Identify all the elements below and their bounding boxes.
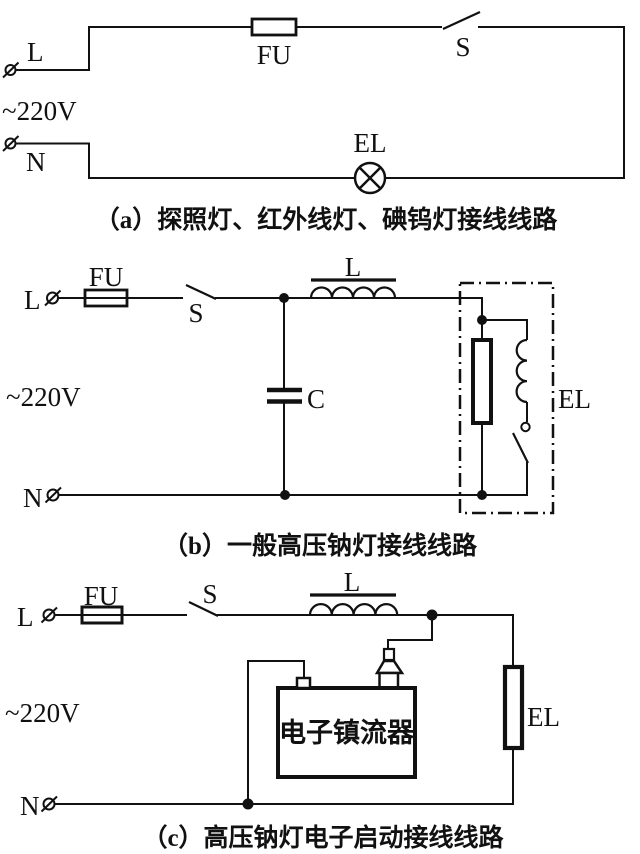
starter-switch-symbol — [512, 432, 529, 464]
igniter-plug-symbol — [374, 647, 405, 690]
fuse-label: FU — [89, 262, 124, 292]
lamp-enclosure-box — [458, 281, 555, 515]
inductor-symbol — [309, 286, 397, 299]
inductor-symbol — [308, 603, 399, 616]
neutral-terminal-icon — [2, 135, 20, 152]
starter-coil-symbol — [515, 338, 528, 404]
inductor-label: L — [344, 567, 361, 597]
neutral-terminal-label: N — [23, 483, 43, 513]
lamp-label: EL — [527, 702, 560, 732]
junction-dots — [279, 293, 487, 500]
ballast-box — [276, 686, 417, 779]
neutral-terminal-icon — [44, 486, 62, 504]
inductor-label: L — [345, 252, 362, 282]
wire — [387, 615, 433, 650]
lamp-symbol — [353, 161, 387, 195]
voltage-label: ~220V — [2, 96, 77, 126]
switch-symbol — [188, 601, 219, 617]
live-terminal-label: L — [17, 602, 34, 632]
wire — [482, 462, 528, 496]
wire — [16, 26, 442, 71]
switch-label: S — [455, 32, 470, 62]
wire — [247, 660, 305, 804]
neutral-terminal-label: N — [26, 147, 46, 177]
switch-label: S — [202, 579, 217, 609]
starter-contact-icon — [520, 421, 531, 433]
circuit-c: L FU S L ~220V N EL 电子镇流器 （c）高压钠灯电子启动接线线… — [5, 567, 560, 852]
caption-b: （b）一般高压钠灯接线线路 — [163, 531, 478, 560]
circuit-a: L ~220V N FU S EL （a）探照灯、红外线灯、碘钨灯接线线路 — [2, 11, 625, 234]
wire — [215, 297, 483, 340]
wire — [482, 319, 528, 340]
fuse-symbol — [80, 605, 124, 625]
voltage-label: ~220V — [5, 698, 80, 728]
circuit-b: L FU S L C ~220V N EL （b）一般高压钠灯接线线路 — [6, 252, 591, 560]
voltage-label: ~220V — [6, 382, 81, 412]
live-terminal-label: L — [27, 37, 44, 67]
neutral-terminal-label: N — [20, 791, 40, 821]
lamp-label: EL — [354, 128, 387, 158]
fuse-symbol — [83, 288, 129, 308]
capacitor-label: C — [307, 384, 325, 414]
ballast-label: 电子镇流器 — [279, 718, 415, 748]
switch-symbol — [442, 11, 481, 30]
lamp-tube-symbol — [502, 664, 525, 751]
ballast-terminal — [295, 676, 312, 690]
live-terminal-icon — [2, 61, 20, 79]
junction-dots — [242, 609, 438, 810]
wire — [16, 26, 625, 179]
fuse-symbol — [250, 17, 298, 37]
switch-symbol — [185, 284, 217, 300]
caption-c: （c）高压钠灯电子启动接线线路 — [142, 823, 504, 852]
lamp-label: EL — [558, 384, 591, 414]
live-terminal-icon — [40, 606, 58, 624]
lamp-tube-symbol — [471, 338, 493, 425]
capacitor-symbol — [267, 298, 302, 495]
caption-a: （a）探照灯、红外线灯、碘钨灯接线线路 — [95, 205, 559, 234]
wire — [55, 748, 514, 805]
switch-label: S — [188, 298, 203, 328]
fuse-label: FU — [257, 40, 292, 70]
fuse-label: FU — [84, 581, 119, 611]
live-terminal-label: L — [24, 285, 41, 315]
wire — [217, 614, 514, 667]
neutral-terminal-icon — [40, 795, 58, 813]
